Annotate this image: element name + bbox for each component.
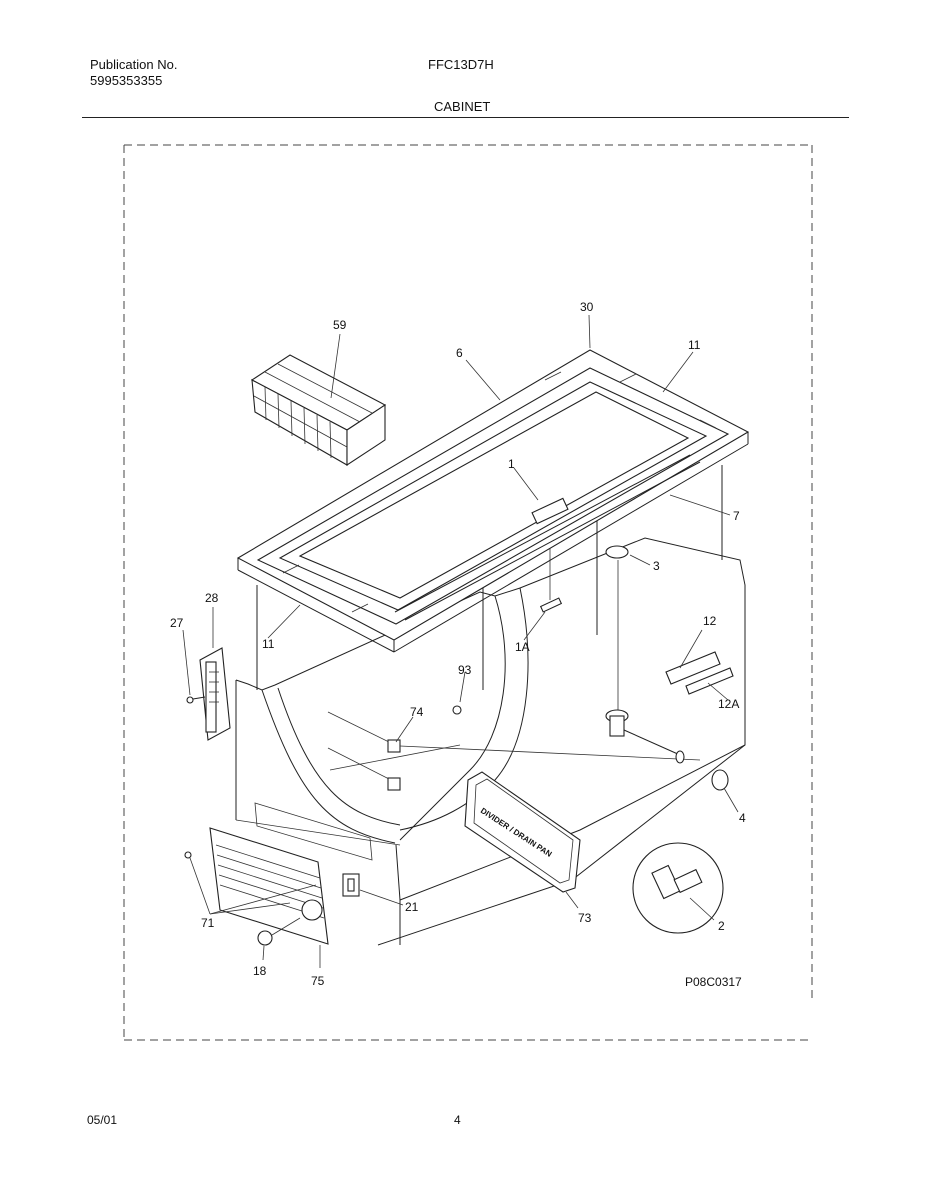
callout-93: 93: [458, 663, 472, 677]
label-decals: [665, 651, 734, 695]
leader-lines: [182, 314, 739, 968]
callout-7: 7: [733, 509, 740, 523]
callout-11-top: 11: [688, 338, 701, 352]
callout-6: 6: [456, 346, 463, 360]
callout-74: 74: [410, 705, 424, 719]
page-number: 4: [454, 1113, 461, 1127]
callout-12: 12: [703, 614, 717, 628]
callout-30: 30: [580, 300, 594, 314]
callout-71: 71: [201, 916, 215, 930]
cabinet-body: [235, 537, 746, 946]
publication-label: Publication No.: [90, 57, 178, 72]
model-number: FFC13D7H: [428, 57, 494, 72]
drain-fitting-inset: [632, 842, 724, 934]
callout-2: 2: [718, 919, 725, 933]
divider-clip: [531, 497, 569, 613]
hinge-assembly: [186, 647, 231, 741]
callout-3: 3: [653, 559, 660, 573]
callout-1A: 1A: [515, 640, 530, 654]
callout-28: 28: [205, 591, 219, 605]
screws-and-clips: [327, 705, 701, 791]
divider-drain-pan: DIVIDER / DRAIN PAN: [464, 771, 581, 893]
callout-59: 59: [333, 318, 347, 332]
figure-code: P08C0317: [685, 975, 742, 989]
callout-18: 18: [253, 964, 267, 978]
drain-assembly: [605, 545, 729, 791]
diagram-frame: [123, 144, 813, 1041]
callout-1: 1: [508, 457, 515, 471]
grille-fasteners: [184, 851, 301, 946]
section-title: CABINET: [434, 99, 491, 114]
wire-basket: [250, 354, 387, 467]
callout-12A: 12A: [718, 697, 739, 711]
callout-numbers: 59 30 6 11 1 7 3 28 27 11 1A 12 93 74 12…: [170, 300, 746, 989]
breaker-frame: [236, 349, 750, 653]
callout-27: 27: [170, 616, 184, 630]
callout-11-left: 11: [262, 637, 275, 651]
callout-75: 75: [311, 974, 325, 988]
header-rule: [82, 117, 849, 118]
callout-21: 21: [405, 900, 419, 914]
footer-date: 05/01: [87, 1113, 118, 1127]
front-grille: [209, 802, 373, 945]
callout-73: 73: [578, 911, 592, 925]
publication-number: 5995353355: [90, 73, 163, 88]
callout-4: 4: [739, 811, 746, 825]
